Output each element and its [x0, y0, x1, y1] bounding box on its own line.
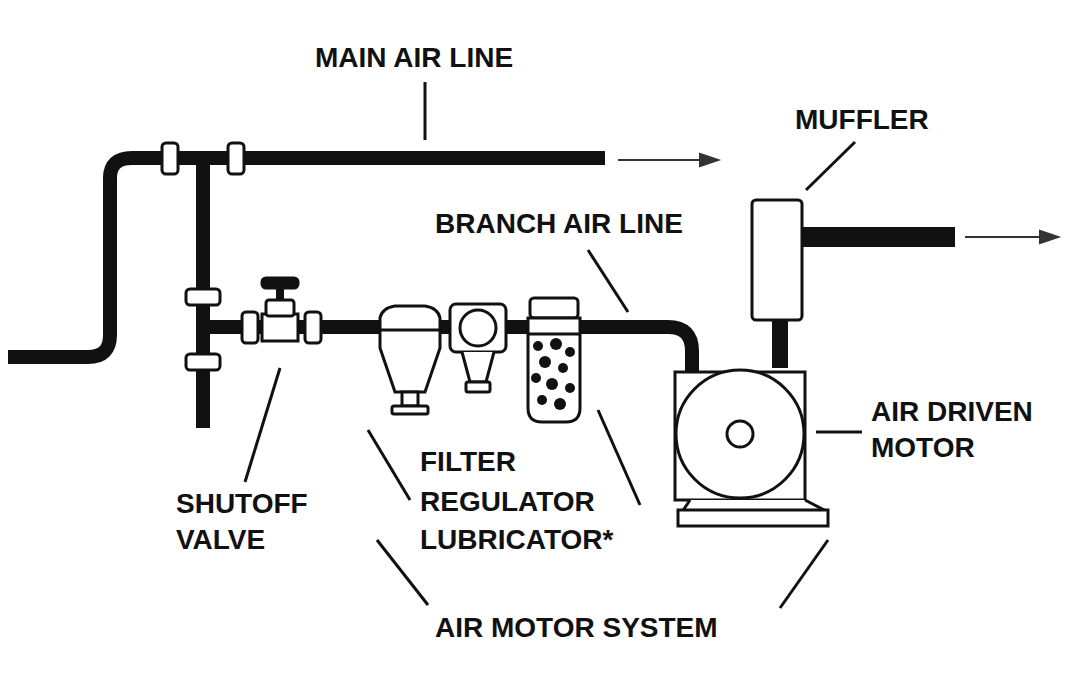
part-label: MUFFLER	[795, 102, 929, 138]
system-label: AIR MOTOR SYSTEM	[435, 610, 718, 646]
part-label: LUBRICATOR*	[420, 522, 613, 558]
part-label: FILTER	[420, 444, 516, 480]
part-label: SHUTOFF VALVE	[176, 486, 326, 558]
part-label: MAIN AIR LINE	[315, 40, 513, 76]
part-label: AIR DRIVEN MOTOR	[871, 394, 1071, 466]
part-label: BRANCH AIR LINE	[435, 206, 683, 242]
part-label: REGULATOR	[420, 484, 595, 520]
